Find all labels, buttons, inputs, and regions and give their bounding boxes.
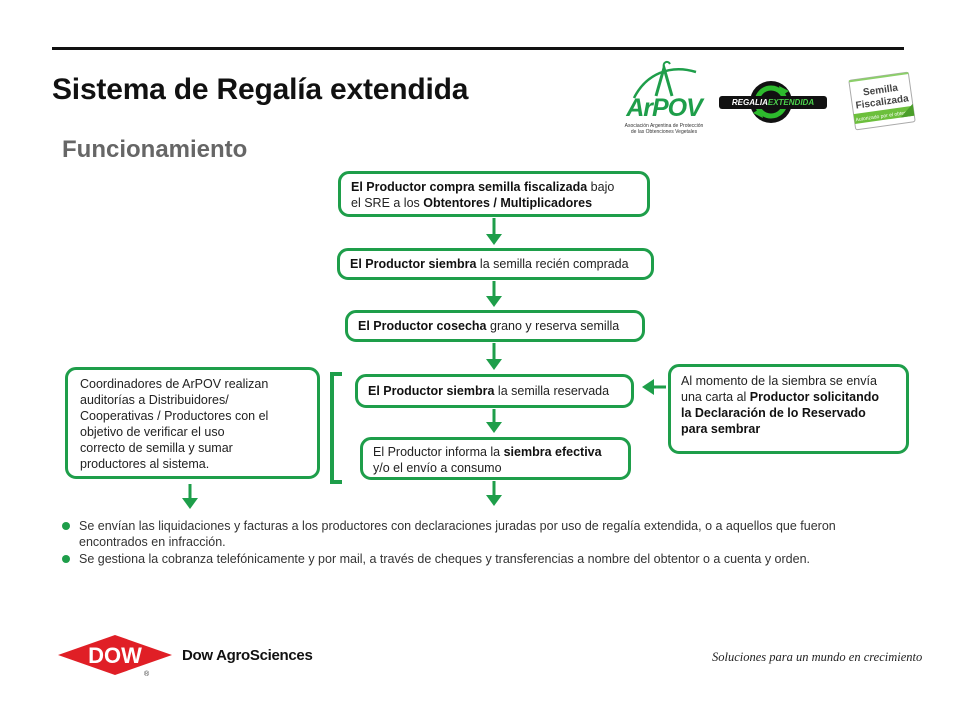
regalia-word: REGALIA — [731, 98, 768, 107]
audit-line-2: auditorías a Distribuidores/ — [80, 393, 229, 407]
top-rule — [52, 47, 904, 50]
regalia-extendida-logo: REGALIAEXTENDIDA — [719, 78, 827, 126]
step2-bold: El Productor siembra — [350, 257, 477, 271]
dow-agrosciences-name: Dow AgroSciences — [182, 647, 313, 664]
step3-line: El Productor cosecha grano y reserva sem… — [358, 318, 632, 334]
arrow-down-3 — [486, 343, 502, 370]
arrow-down-2 — [486, 281, 502, 307]
step2-text: la semilla recién comprada — [476, 257, 629, 271]
semilla-line1: Semilla — [862, 83, 899, 99]
audit-line-5: correcto de semilla y sumar — [80, 441, 233, 455]
letter-bold-3: la Declaración de lo Reservado — [681, 406, 866, 420]
arrow-left-right-box — [642, 379, 666, 395]
audit-line-6: productores al sistema. — [80, 457, 210, 471]
flow-step-4: El Productor siembra la semilla reservad… — [355, 374, 634, 408]
letter-bold-2: Productor solicitando — [749, 390, 879, 404]
bullet-item-1: Se envían las liquidaciones y facturas a… — [62, 518, 922, 550]
step4-text: la semilla reservada — [494, 384, 610, 398]
flow-step-1: El Productor compra semilla fiscalizada … — [338, 171, 650, 217]
audit-line-3: Cooperativas / Productores con el — [80, 409, 269, 423]
arrow-down-5 — [486, 481, 502, 506]
letter-text-2: una carta al — [681, 390, 750, 404]
semilla-badge-icon: Semilla Fiscalizada Autorizado por el ob… — [848, 71, 916, 131]
arrow-down-1 — [486, 218, 502, 245]
page-subtitle: Funcionamiento — [62, 136, 248, 163]
letter-line-4: para sembrar — [681, 421, 896, 437]
step5-bold: siembra efectiva — [503, 445, 602, 459]
step5-line1: El Productor informa la siembra efectiva — [373, 444, 618, 460]
flow-step-3: El Productor cosecha grano y reserva sem… — [345, 310, 645, 342]
arpov-subtitle-line1: Asociación Argentina de Protección — [624, 123, 704, 129]
footer-tagline: Soluciones para un mundo en crecimiento — [712, 650, 923, 664]
flow-step-5: El Productor informa la siembra efectiva… — [360, 437, 631, 480]
dow-diamond-logo: DOW ® — [58, 635, 172, 678]
dow-registered: ® — [144, 670, 150, 678]
audit-line-1: Coordinadores de ArPOV realizan — [80, 377, 269, 391]
bullet-2-line-1: Se gestiona la cobranza telefónicamente … — [79, 552, 810, 566]
arpov-leaf-icon — [632, 60, 697, 99]
letter-bold-4: para sembrar — [681, 422, 761, 436]
step1-bold-2: Obtentores / Multiplicadores — [423, 196, 593, 210]
letter-line-1: Al momento de la siembra se envía — [681, 374, 877, 388]
bullet-dot-icon — [62, 522, 70, 530]
flow-step-2: El Productor siembra la semilla recién c… — [337, 248, 654, 280]
bullet-dot-icon — [62, 555, 70, 563]
page-title: Sistema de Regalía extendida — [52, 73, 469, 106]
step5-line2: y/o el envío a consumo — [373, 461, 502, 475]
regalia-wordmark: REGALIAEXTENDIDA — [719, 96, 827, 109]
step1-text-2: el SRE a los — [351, 196, 424, 210]
step1-line1: El Productor compra semilla fiscalizada … — [351, 179, 637, 195]
letter-line-3: la Declaración de lo Reservado — [681, 405, 896, 421]
arrow-down-4 — [486, 409, 502, 433]
arpov-logo: ArPOV Asociación Argentina de Protección… — [622, 60, 706, 140]
arrow-down-left — [182, 484, 198, 509]
step4-line: El Productor siembra la semilla reservad… — [368, 383, 621, 399]
arpov-name: ArPOV — [626, 94, 703, 122]
step1-bold-1: El Productor compra semilla fiscalizada — [351, 180, 588, 194]
arpov-subtitle-line2: de las Obtenciones Vegetales — [630, 129, 698, 135]
step3-text: grano y reserva semilla — [486, 319, 620, 333]
bullet-1-line-2: encontrados en infracción. — [79, 535, 226, 549]
step1-text-1: bajo — [587, 180, 615, 194]
dow-mark: DOW — [88, 643, 142, 668]
bullet-item-2: Se gestiona la cobranza telefónicamente … — [62, 551, 922, 567]
arpov-subtitle: Asociación Argentina de Protección de la… — [622, 123, 706, 135]
step3-bold: El Productor cosecha — [358, 319, 487, 333]
audit-box: Coordinadores de ArPOV realizan auditorí… — [65, 367, 320, 479]
step2-line: El Productor siembra la semilla recién c… — [350, 256, 641, 272]
step5-text-1: El Productor informa la — [373, 445, 504, 459]
audit-line-4: objetivo de verificar el uso — [80, 425, 225, 439]
letter-line-2: una carta al Productor solicitando — [681, 389, 896, 405]
loop-bracket — [330, 372, 342, 484]
extendida-word: EXTENDIDA — [767, 98, 815, 107]
bullet-list: Se envían las liquidaciones y facturas a… — [62, 518, 922, 568]
bullet-1-line-1: Se envían las liquidaciones y facturas a… — [79, 519, 836, 533]
step1-line2: el SRE a los Obtentores / Multiplicadore… — [351, 195, 637, 211]
step4-bold: El Productor siembra — [368, 384, 495, 398]
letter-box: Al momento de la siembra se envía una ca… — [668, 364, 909, 454]
semilla-fiscalizada-logo: Semilla Fiscalizada Autorizado por el ob… — [846, 68, 918, 134]
